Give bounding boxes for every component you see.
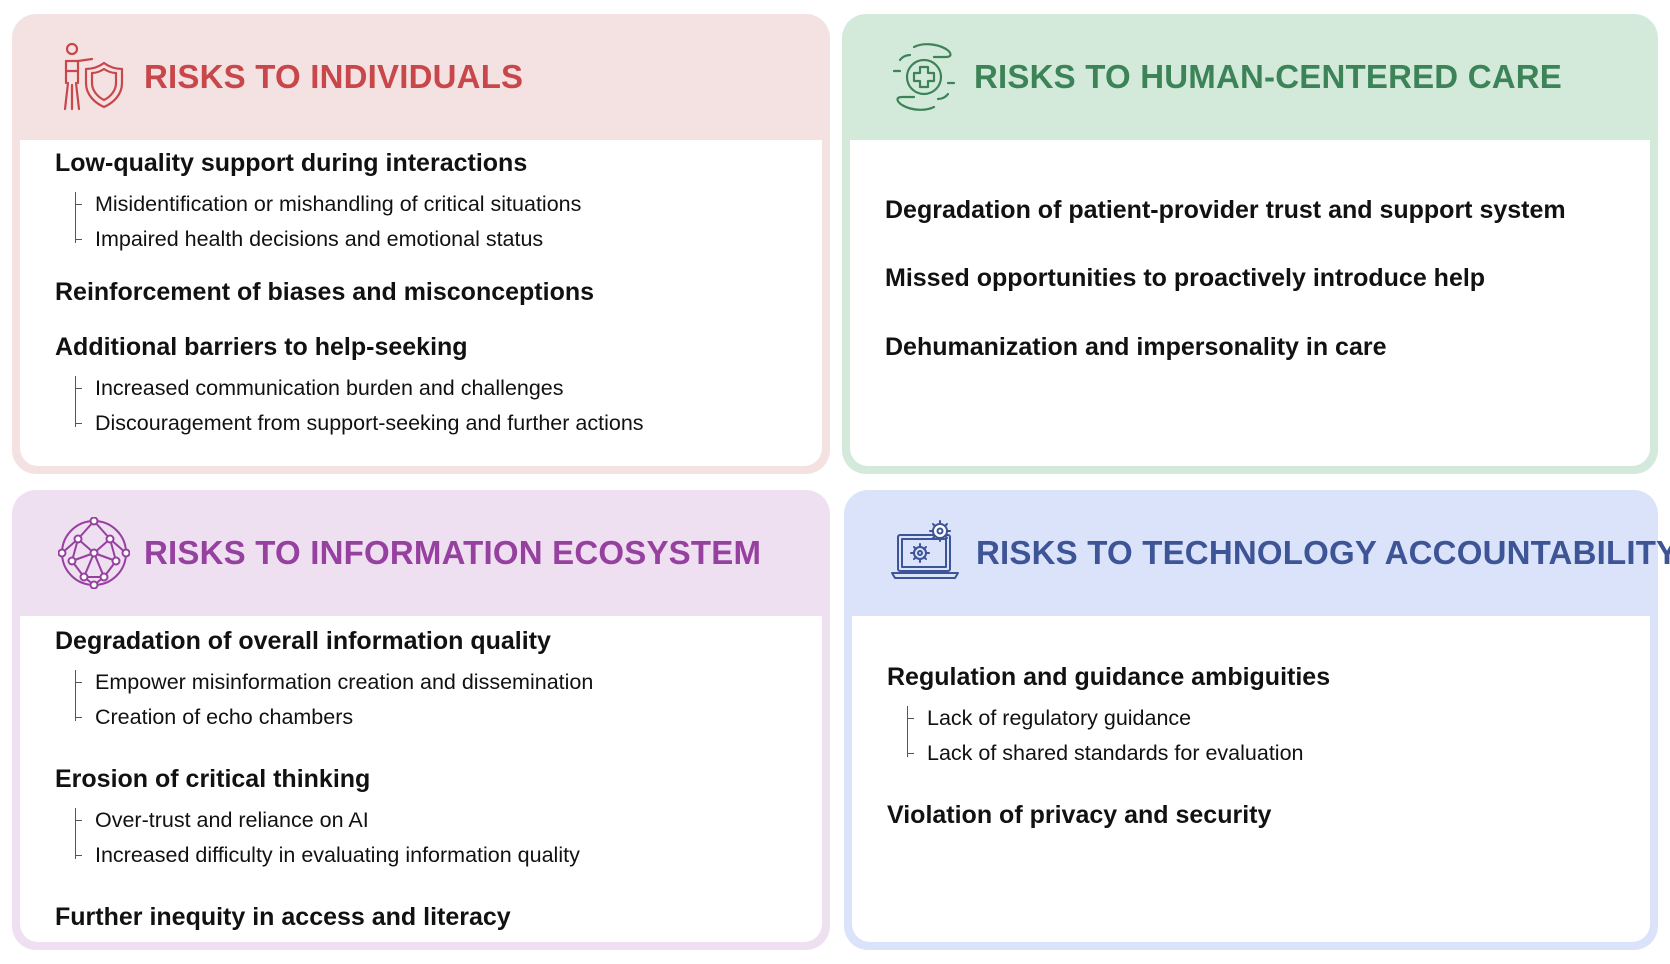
card-risks-to-information-ecosystem: RISKS TO INFORMATION ECOSYSTEM Degradati… [12, 490, 830, 950]
risk-heading: Erosion of critical thinking [55, 765, 371, 793]
risk-group: Regulation and guidance ambiguities Lack… [887, 662, 1630, 771]
card-title: RISKS TO TECHNOLOGY ACCOUNTABILITY [976, 534, 1670, 571]
card-risks-to-technology-accountability: RISKS TO TECHNOLOGY ACCOUNTABILITY Regul… [844, 490, 1670, 950]
risk-group: Additional barriers to help-seeking Incr… [55, 332, 802, 441]
laptop-gears-icon [890, 517, 962, 589]
risk-heading: Degradation of overall information quali… [55, 627, 551, 655]
card-risks-to-individuals: RISKS TO INDIVIDUALS Low-quality support… [12, 14, 830, 474]
card-header: RISKS TO TECHNOLOGY ACCOUNTABILITY [852, 498, 1670, 608]
risk-group: Dehumanization and impersonality in care [885, 332, 1630, 362]
sub-item: Lack of shared standards for evaluation [907, 736, 1630, 771]
risk-heading: Missed opportunities to proactively intr… [885, 264, 1486, 292]
risk-group: Degradation of overall information quali… [55, 626, 802, 735]
card-body: Degradation of patient-provider trust an… [850, 140, 1650, 466]
risk-group: Missed opportunities to proactively intr… [885, 263, 1630, 293]
sub-list: Misidentification or mishandling of crit… [55, 187, 802, 257]
card-body: Degradation of overall information quali… [20, 616, 822, 942]
sub-item: Empower misinformation creation and diss… [75, 665, 802, 700]
card-body: Low-quality support during interactions … [20, 140, 822, 466]
card-header: RISKS TO INFORMATION ECOSYSTEM [20, 498, 822, 608]
risk-group: Low-quality support during interactions … [55, 148, 802, 257]
risk-heading: Degradation of patient-provider trust an… [885, 196, 1566, 224]
sub-item: Discouragement from support-seeking and … [75, 406, 802, 441]
risk-heading: Further inequity in access and literacy [55, 903, 511, 931]
risk-heading: Regulation and guidance ambiguities [887, 663, 1331, 691]
sub-item: Increased difficulty in evaluating infor… [75, 838, 802, 873]
sub-list: Lack of regulatory guidance Lack of shar… [887, 701, 1630, 771]
risk-group: Violation of privacy and security [887, 800, 1630, 830]
risk-heading: Low-quality support during interactions [55, 149, 528, 177]
risk-group: Degradation of patient-provider trust an… [885, 195, 1630, 225]
person-shield-icon [58, 41, 130, 113]
card-body: Regulation and guidance ambiguities Lack… [852, 616, 1650, 942]
risk-heading: Reinforcement of biases and misconceptio… [55, 278, 595, 306]
card-title: RISKS TO INDIVIDUALS [144, 58, 524, 95]
card-title: RISKS TO INFORMATION ECOSYSTEM [144, 534, 762, 571]
sub-item: Impaired health decisions and emotional … [75, 222, 802, 257]
sub-item: Misidentification or mishandling of crit… [75, 187, 802, 222]
risk-group: Reinforcement of biases and misconceptio… [55, 277, 802, 307]
risk-group: Further inequity in access and literacy [55, 902, 802, 932]
card-header: RISKS TO HUMAN-CENTERED CARE [850, 22, 1650, 132]
risk-heading: Additional barriers to help-seeking [55, 333, 468, 361]
sub-list: Increased communication burden and chall… [55, 371, 802, 441]
sub-item: Over-trust and reliance on AI [75, 803, 802, 838]
risk-heading: Violation of privacy and security [887, 801, 1272, 829]
hands-medical-cross-icon [888, 41, 960, 113]
sub-list: Empower misinformation creation and diss… [55, 665, 802, 735]
sub-item: Creation of echo chambers [75, 700, 802, 735]
risk-heading: Dehumanization and impersonality in care [885, 333, 1387, 361]
card-header: RISKS TO INDIVIDUALS [20, 22, 822, 132]
network-sphere-icon [58, 517, 130, 589]
card-title: RISKS TO HUMAN-CENTERED CARE [974, 58, 1563, 95]
sub-item: Increased communication burden and chall… [75, 371, 802, 406]
card-risks-to-human-centered-care: RISKS TO HUMAN-CENTERED CARE Degradation… [842, 14, 1658, 474]
risk-group: Erosion of critical thinking Over-trust … [55, 764, 802, 873]
sub-list: Over-trust and reliance on AI Increased … [55, 803, 802, 873]
sub-item: Lack of regulatory guidance [907, 701, 1630, 736]
